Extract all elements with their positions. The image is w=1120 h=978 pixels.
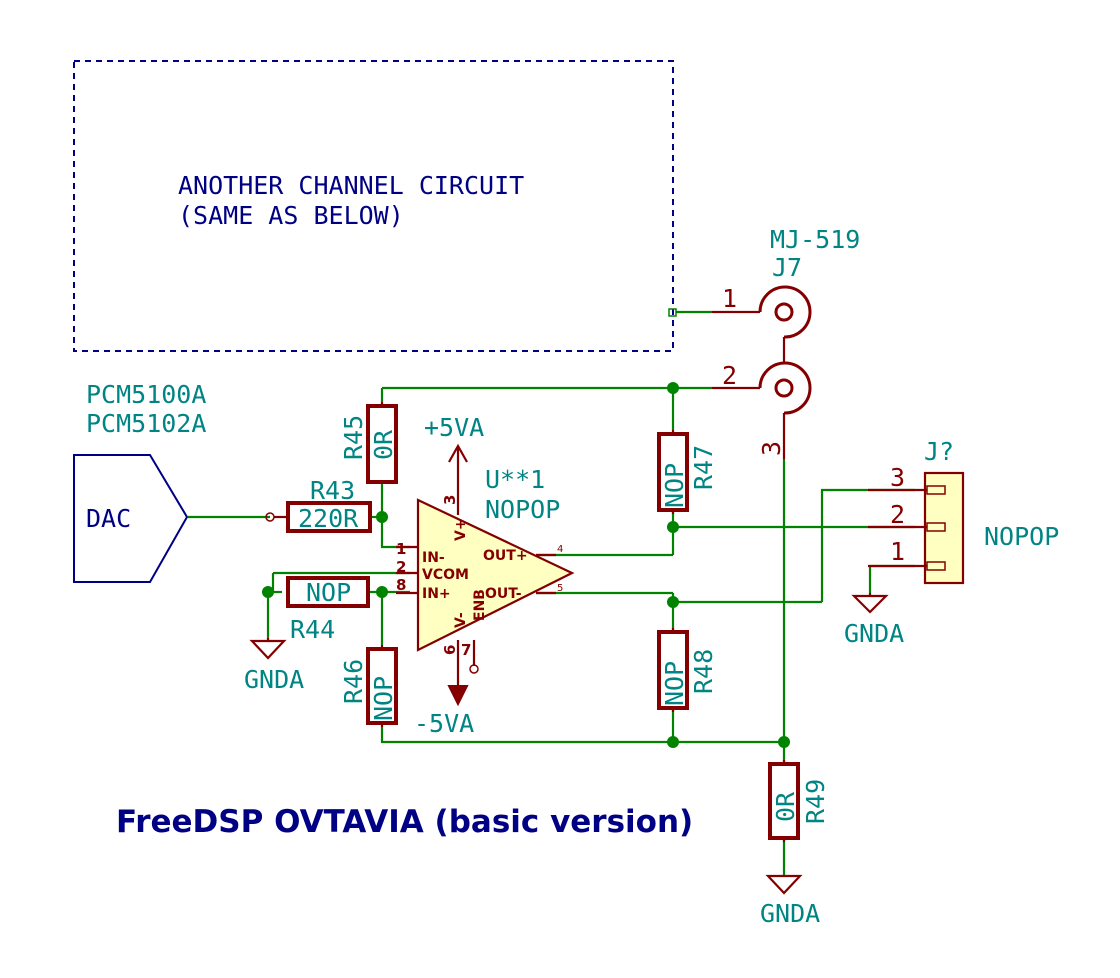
- opamp-ref: U**1: [485, 465, 545, 494]
- junction-dot: [667, 736, 679, 748]
- r45-value: 0R: [369, 429, 398, 460]
- jq-value: NOPOP: [984, 522, 1059, 551]
- junctions: [262, 382, 790, 748]
- r49-ref: R49: [801, 779, 830, 824]
- opamp-pin-out-plus: OUT+: [483, 548, 528, 564]
- r43-value: 220R: [298, 504, 359, 533]
- opamp-pin-in-plus: IN+: [422, 586, 451, 602]
- j7-body-upper: [758, 285, 812, 339]
- j7-contact-lower: [774, 378, 794, 398]
- opamp-pin-num-5: 5: [557, 583, 563, 594]
- dac-symbol: [73, 454, 189, 583]
- pos-supply-label: +5VA: [424, 413, 484, 442]
- opamp-pin-num-3: 3: [441, 495, 459, 505]
- junction-dot: [667, 521, 679, 533]
- neg-supply-label: -5VA: [414, 709, 474, 738]
- opamp-pin-num-4: 4: [557, 544, 563, 555]
- r49-value: 0R: [771, 791, 800, 822]
- gnd-label-bottom: GNDA: [760, 899, 820, 928]
- j7-body-lower: [758, 361, 812, 415]
- r46-value: NOP: [369, 676, 398, 721]
- opamp-pin-out-minus: OUT-: [485, 586, 522, 602]
- j7-pin-3: 3: [757, 441, 786, 456]
- junction-dot: [667, 596, 679, 608]
- r43-resistor: [286, 501, 372, 533]
- opamp-pin-v-minus: V-: [453, 612, 469, 628]
- enb-pin-circle: [469, 664, 479, 674]
- dac-label: DAC: [86, 504, 131, 533]
- jq-ref: J?: [924, 437, 954, 466]
- opamp-pin-num-1: 1: [396, 540, 406, 558]
- opamp-u1: U**1 NOPOP IN- VCOM IN+ OUT+ OUT- V+ V- …: [396, 465, 575, 674]
- j7-pin-1: 1: [722, 284, 737, 313]
- gnd-symbol: [249, 638, 287, 660]
- opamp-pin-vcom: VCOM: [422, 567, 469, 583]
- pos-supply-arrow: [448, 443, 468, 490]
- opamp-pin-enb: ENB: [472, 589, 488, 621]
- junction-dot: [667, 382, 679, 394]
- gnd-label-left: GNDA: [244, 665, 304, 694]
- jq-pin-2: 2: [890, 500, 905, 529]
- r45-ref: R45: [339, 415, 368, 460]
- junction-dot: [778, 736, 790, 748]
- jq-pin-3: 3: [890, 463, 905, 492]
- another-channel-note-line1: ANOTHER CHANNEL CIRCUIT: [178, 171, 524, 200]
- r47-value: NOP: [660, 463, 689, 508]
- jq-pin-1: 1: [890, 537, 905, 566]
- r44-value: NOP: [306, 578, 351, 607]
- jq-body: [923, 471, 965, 585]
- r46-resistor: [366, 647, 398, 725]
- opamp-value: NOPOP: [485, 495, 560, 524]
- opamp-pin-num-8: 8: [396, 576, 406, 594]
- r44-ref: R44: [290, 615, 335, 644]
- opamp-pin-v-plus: V+: [453, 518, 469, 541]
- junction-dot: [376, 586, 388, 598]
- j7-pin-2: 2: [722, 361, 737, 390]
- r48-ref: R48: [689, 649, 718, 694]
- schematic-title: FreeDSP OVTAVIA (basic version): [116, 804, 693, 840]
- opamp-pin-num-6: 6: [441, 645, 459, 655]
- another-channel-box: [73, 60, 674, 352]
- gnd-label-right: GNDA: [844, 619, 904, 648]
- junction-dot: [376, 511, 388, 523]
- opamp-pin-in-minus: IN-: [422, 550, 445, 566]
- dac-note-line2: PCM5102A: [86, 409, 206, 438]
- j7-connector: MJ-519 J7 1 2 3: [712, 225, 860, 459]
- opamp-pin-num-2: 2: [396, 558, 406, 576]
- j7-value: MJ-519: [770, 225, 860, 254]
- r43-ref: R43: [310, 476, 355, 505]
- r47-ref: R47: [689, 445, 718, 490]
- neg-supply-arrow: [447, 685, 469, 707]
- junction-dot: [262, 586, 274, 598]
- opamp-pin-num-7: 7: [461, 641, 471, 659]
- opamp-body: [416, 498, 575, 652]
- j7-contact-upper: [774, 302, 794, 322]
- gnd-symbol: [851, 593, 889, 614]
- j7-ref: J7: [772, 253, 802, 282]
- jq-connector: J? 3 2 1 NOPOP: [868, 437, 1059, 585]
- r46-ref: R46: [339, 659, 368, 704]
- r44-resistor: [286, 576, 370, 608]
- dac-note-line1: PCM5100A: [86, 380, 206, 409]
- another-channel-note-line2: (SAME AS BELOW): [178, 201, 404, 230]
- r48-value: NOP: [660, 661, 689, 706]
- r45-resistor: [366, 404, 398, 484]
- gnd-symbol: [765, 874, 803, 895]
